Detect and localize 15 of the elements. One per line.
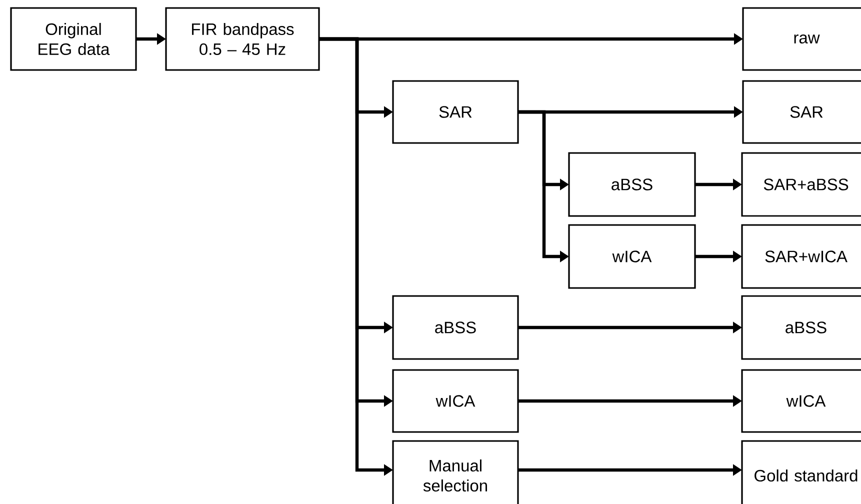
process-box: aBSS [741,295,861,360]
process-box: Manual selection [392,440,519,504]
process-box: SAR [392,80,519,144]
process-box: SAR+aBSS [741,152,861,217]
process-box: FIR bandpass 0.5 – 45 Hz [165,7,320,71]
process-box: aBSS [392,295,519,360]
process-box: SAR [742,80,861,144]
process-box: Original EEG data [10,7,137,71]
process-box: wICA [741,369,861,433]
process-box: aBSS [568,152,696,217]
process-box: wICA [568,224,696,289]
process-box: wICA [392,369,519,433]
process-box: raw [742,7,861,71]
process-box: Gold standard [741,440,861,504]
process-box: SAR+wICA [741,224,861,289]
